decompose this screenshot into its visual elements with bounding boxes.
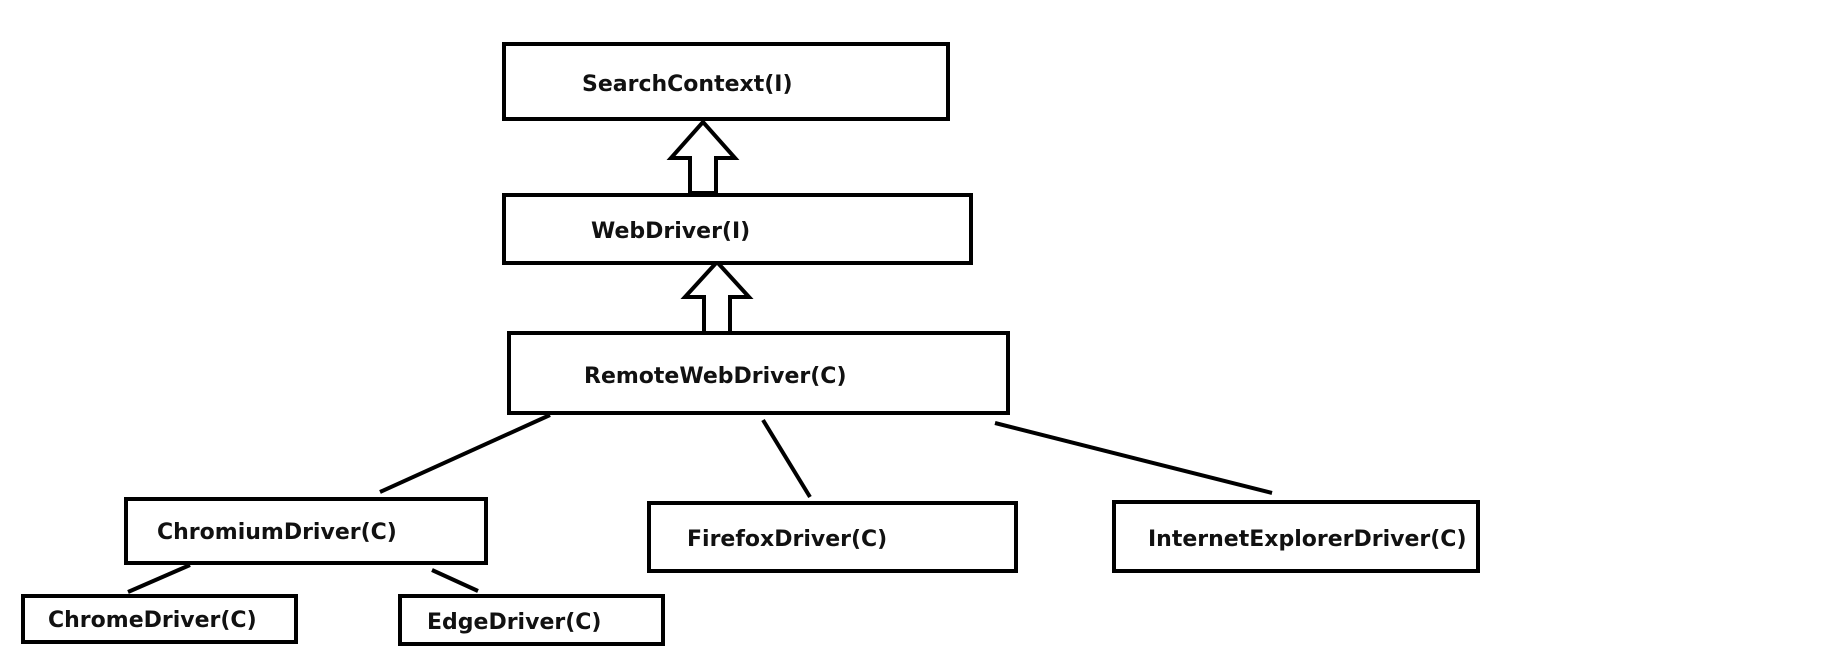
connector-chromium-to-chrome [127,563,191,594]
node-internet-explorer-driver-label: InternetExplorerDriver(C) [1148,527,1467,552]
node-firefox-driver-label: FirefoxDriver(C) [687,527,888,552]
connector-remote-to-internet-explorer [994,421,1273,495]
node-search-context: SearchContext(I) [502,42,950,121]
node-chrome-driver-label: ChromeDriver(C) [48,608,257,633]
inheritance-arrow-webdriver-to-searchcontext [666,118,740,195]
node-search-context-label: SearchContext(I) [582,72,793,97]
connector-remote-to-chromium [379,413,551,494]
node-web-driver-label: WebDriver(I) [591,219,751,244]
node-chromium-driver: ChromiumDriver(C) [124,497,488,565]
connector-chromium-to-edge [431,568,479,593]
node-remote-web-driver-label: RemoteWebDriver(C) [584,364,847,389]
node-firefox-driver: FirefoxDriver(C) [647,501,1018,573]
node-edge-driver-label: EdgeDriver(C) [427,610,602,635]
node-chrome-driver: ChromeDriver(C) [21,594,298,644]
node-web-driver: WebDriver(I) [502,193,973,265]
node-internet-explorer-driver: InternetExplorerDriver(C) [1112,500,1480,573]
node-chromium-driver-label: ChromiumDriver(C) [157,520,397,545]
node-remote-web-driver: RemoteWebDriver(C) [507,331,1010,415]
inheritance-arrow-remotewebdriver-to-webdriver [680,259,754,335]
node-edge-driver: EdgeDriver(C) [398,594,665,646]
connector-remote-to-firefox [761,418,812,499]
